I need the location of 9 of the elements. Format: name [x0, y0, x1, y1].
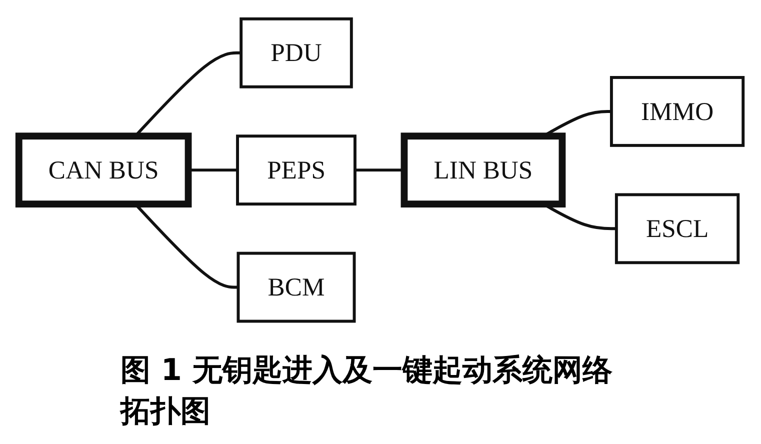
node-box: IMMO	[609, 76, 744, 147]
connector	[354, 168, 404, 172]
figure-caption: 图 1 无钥匙进入及一键起动系统网络拓扑图	[120, 352, 614, 431]
node-box: PEPS	[236, 134, 356, 206]
node-box: ESCL	[614, 193, 740, 264]
node-box: PDU	[239, 17, 352, 88]
node-box: LIN BUS	[400, 132, 566, 208]
node-box: CAN BUS	[14, 132, 192, 208]
node-box: BCM	[236, 252, 356, 323]
